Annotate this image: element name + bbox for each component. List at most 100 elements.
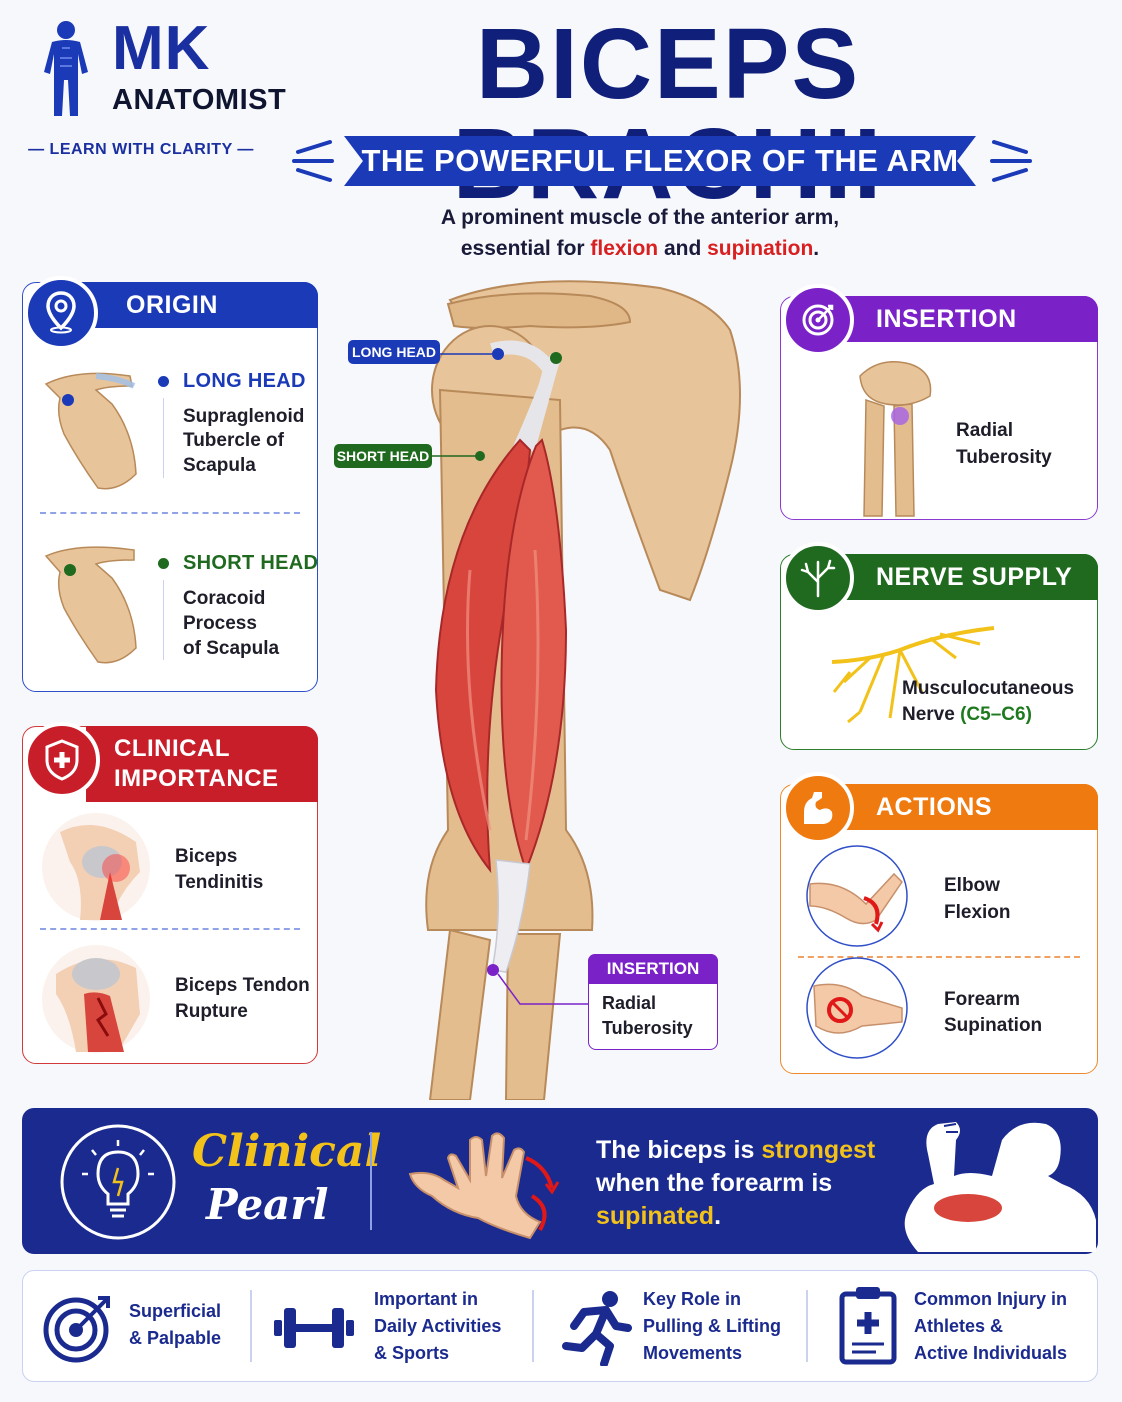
forearm-supination-illustration	[806, 957, 908, 1059]
page-subtitle: A prominent muscle of the anterior arm, …	[300, 202, 980, 264]
short-head-label: SHORT HEAD	[183, 552, 319, 574]
scapula-short-head-illustration	[44, 546, 137, 664]
elbow-bones-illustration	[859, 361, 932, 517]
insertion-site-2: Tuberosity	[956, 447, 1052, 468]
nerve-name-2: Nerve (C5–C6)	[902, 704, 1032, 725]
lightbulb-icon	[60, 1124, 176, 1240]
medical-shield-icon	[45, 739, 79, 781]
subtitle-line-1: A prominent muscle of the anterior arm,	[440, 206, 840, 229]
ribbon-text: THE POWERFUL FLEXOR OF THE ARM	[361, 143, 959, 178]
elbow-flexion-label-2: Flexion	[944, 902, 1011, 923]
clinical-title-2: IMPORTANCE	[114, 765, 279, 792]
brand-name-bottom: ANATOMIST	[112, 84, 287, 116]
footer-fact-2-line-1: Important in	[374, 1289, 478, 1309]
strongest-highlight: strongest	[761, 1136, 876, 1164]
short-head-dot	[158, 558, 169, 569]
elbow-flexion-illustration	[806, 845, 908, 947]
origin-header: ORIGIN	[60, 282, 318, 328]
pearl-word-1: Clinical	[192, 1126, 382, 1177]
insertion-callout-head	[588, 954, 718, 984]
pearl-line-3: supinated.	[596, 1202, 722, 1230]
nerve-tree-icon	[800, 559, 836, 598]
footer-fact-4-line-1: Common Injury in	[914, 1289, 1067, 1309]
actions-divider	[798, 956, 1080, 958]
supination-label-1: Forearm	[944, 989, 1021, 1010]
short-head-tendon	[512, 353, 562, 453]
target-arrow-icon	[43, 1296, 110, 1363]
flexed-arm-icon	[804, 792, 833, 824]
short-head-desc-3: of Scapula	[183, 638, 280, 659]
insertion-header: INSERTION	[840, 296, 1098, 342]
radius-bone	[428, 928, 492, 1100]
footer-fact-4-line-3: Active Individuals	[914, 1343, 1068, 1363]
insertion-site-1: Radial	[956, 420, 1014, 441]
rupture-label-2: Rupture	[175, 1001, 248, 1022]
supinated-highlight: supinated	[596, 1202, 715, 1230]
acromion-bone	[446, 292, 632, 329]
brand-name-top: MK	[112, 14, 211, 83]
footer-fact-4-line-2: Athletes &	[914, 1316, 1004, 1336]
insertion-callout-line-1: Radial	[602, 993, 657, 1013]
origin-divider	[40, 512, 300, 514]
actions-header: ACTIONS	[840, 784, 1098, 830]
origin-icon-circle	[24, 276, 98, 350]
dumbbell-icon	[274, 1308, 354, 1348]
tendinitis-illustration	[42, 813, 150, 921]
clinical-title-1: CLINICAL	[114, 735, 230, 762]
nerve-roots: (C5–C6)	[960, 704, 1032, 725]
long-head-desc-2: Tubercle of	[183, 430, 284, 451]
short-head-desc-1: Coracoid	[183, 588, 266, 609]
ulna-bone	[504, 933, 562, 1100]
brand-tagline: — LEARN WITH CLARITY —	[28, 141, 254, 158]
nerve-name-1: Musculocutaneous	[902, 678, 1075, 699]
nerve-header: NERVE SUPPLY	[840, 554, 1098, 600]
footer-fact-3-line-3: Movements	[643, 1343, 743, 1363]
footer-fact-1-line-2: & Palpable	[129, 1328, 222, 1348]
clinical-divider	[40, 928, 300, 930]
long-head-tag: LONG HEAD	[348, 340, 440, 364]
runner-icon	[562, 1291, 632, 1366]
long-head-desc-3: Scapula	[183, 455, 256, 476]
long-head-label: LONG HEAD	[183, 370, 306, 392]
short-head-rule	[163, 580, 164, 660]
location-pin-icon	[46, 291, 76, 334]
insertion-callout-line-2: Tuberosity	[602, 1018, 693, 1038]
footer-fact-3-line-1: Key Role in	[643, 1289, 742, 1309]
origin-card	[22, 282, 318, 692]
tendon-rupture-illustration	[42, 945, 150, 1053]
insertion-leader	[497, 973, 588, 1005]
subtitle-ribbon	[344, 136, 976, 186]
actions-title: ACTIONS	[876, 793, 992, 821]
short-head-marker	[550, 352, 562, 364]
elbow-flexion-label-1: Elbow	[944, 875, 1000, 896]
short-head-tag: SHORT HEAD	[334, 444, 432, 468]
tendinitis-label-1: Biceps	[175, 846, 238, 867]
footer-divider-3	[806, 1290, 808, 1362]
short-head-desc-2: Process	[183, 613, 257, 634]
footer-fact-1: Superficial & Palpable	[129, 1298, 221, 1352]
pearl-separator	[370, 1132, 372, 1230]
flexion-highlight: flexion	[590, 237, 659, 260]
footer-fact-3: Key Role in Pulling & Lifting Movements	[643, 1286, 781, 1367]
tendinitis-label-2: Tendinitis	[175, 872, 264, 893]
footer-fact-1-line-1: Superficial	[129, 1301, 222, 1321]
long-head-rule	[163, 398, 164, 478]
musculocutaneous-nerve-illustration	[831, 626, 995, 724]
distal-tendon	[491, 859, 531, 973]
nerve-title: NERVE SUPPLY	[876, 563, 1073, 591]
footer-fact-4: Common Injury in Athletes & Active Indiv…	[914, 1286, 1067, 1367]
insertion-callout-title: INSERTION	[606, 959, 700, 978]
long-head-desc-1: Supraglenoid	[183, 406, 305, 427]
footer-divider-2	[532, 1290, 534, 1362]
footer-fact-3-line-2: Pulling & Lifting	[643, 1316, 781, 1336]
footer-fact-2-line-2: Daily Activities	[374, 1316, 502, 1336]
origin-title: ORIGIN	[126, 291, 218, 319]
flexing-man-illustration	[904, 1122, 1096, 1252]
pearl-text: The biceps is strongest when the forearm…	[596, 1134, 875, 1233]
actions-icon-circle	[782, 772, 854, 844]
supination-label-2: Supination	[944, 1015, 1043, 1036]
clinical-header: CLINICAL IMPORTANCE	[86, 726, 318, 802]
facts-footer	[22, 1270, 1098, 1382]
scapula-long-head-illustration	[44, 372, 137, 490]
short-head-belly-marker	[475, 451, 485, 461]
